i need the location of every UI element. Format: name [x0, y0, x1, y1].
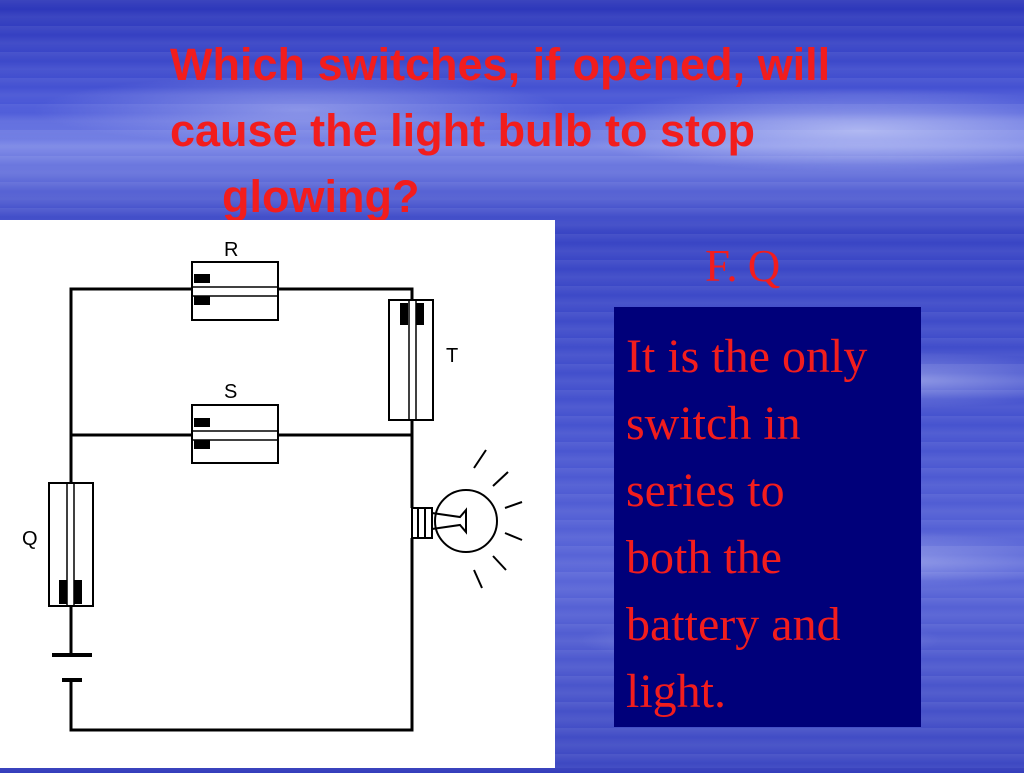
title-line-2: cause the light bulb to stop	[170, 105, 755, 156]
explanation-line-1: It is the only	[626, 330, 868, 383]
answer-letter: F.	[705, 241, 738, 291]
circuit-wires	[69, 287, 414, 732]
wire-bottom	[69, 538, 414, 732]
circuit-diagram: R S T Q	[0, 220, 555, 768]
switch-s-label: S	[224, 381, 237, 403]
light-bulb	[411, 489, 498, 553]
switch-t-label: T	[446, 345, 458, 367]
explanation-line-6: light.	[626, 665, 727, 718]
switch-q: Q	[22, 482, 94, 607]
wire-top-left	[69, 287, 192, 435]
switch-t: T	[388, 299, 458, 421]
switch-r: R	[191, 239, 279, 321]
switch-s: S	[191, 381, 279, 464]
slide-title: Which switches, if opened, will cause th…	[170, 32, 890, 230]
title-line-1: Which switches, if opened, will	[170, 39, 831, 90]
wire-top-right	[278, 287, 414, 300]
explanation-box: It is the only switch in series to both …	[614, 307, 921, 727]
explanation-line-3: series to	[626, 464, 785, 517]
bulb-glow-rays	[473, 449, 523, 589]
answer-value: Q	[747, 241, 781, 291]
title-line-3: glowing?	[222, 171, 420, 222]
explanation-line-5: battery and	[626, 598, 841, 651]
switch-q-label: Q	[22, 528, 38, 550]
switch-r-label: R	[224, 239, 238, 261]
explanation-line-4: both the	[626, 531, 782, 584]
circuit-svg: R S T Q	[22, 239, 523, 732]
battery	[52, 653, 92, 682]
answer-choice: F.Q	[705, 240, 780, 292]
explanation-line-2: switch in	[626, 397, 801, 450]
